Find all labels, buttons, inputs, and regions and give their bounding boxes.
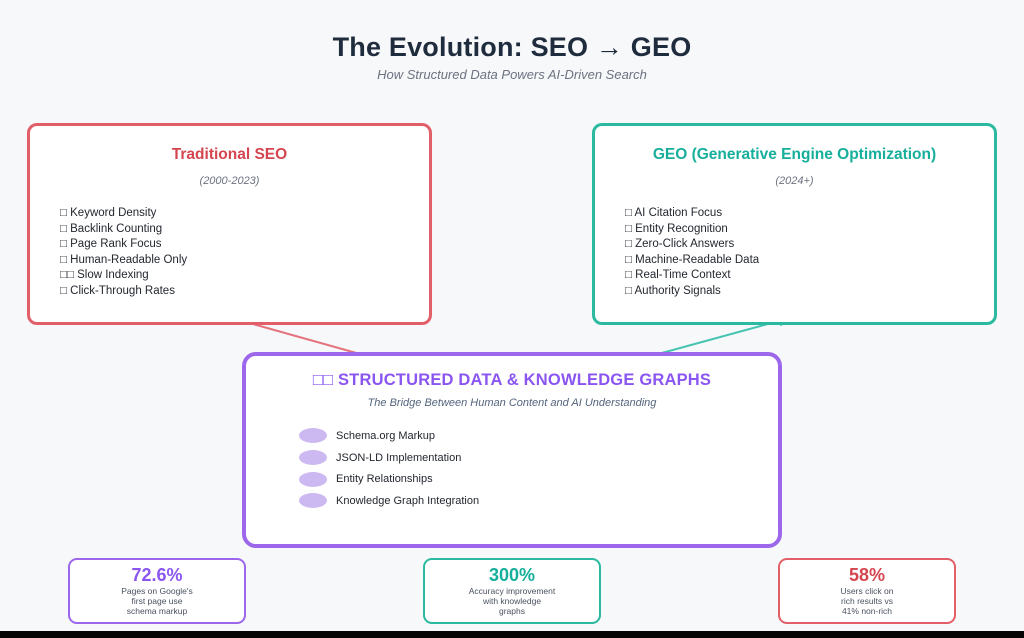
list-item: □ Real-Time Context (625, 269, 731, 282)
geo-box: GEO (Generative Engine Optimization) (20… (592, 123, 997, 325)
stat-value: 300% (488, 565, 536, 585)
structured-data-box: □□ STRUCTURED DATA & KNOWLEDGE GRAPHS Th… (242, 352, 782, 548)
list-item: □ Zero-Click Answers (625, 238, 735, 251)
list-item: □ Human-Readable Only (60, 253, 188, 266)
page-title: The Evolution: SEO → GEO (332, 32, 692, 62)
geo-period: (2024+) (775, 175, 814, 187)
stat-rich-results-clicks: 58% Users click on rich results vs 41% n… (778, 558, 956, 624)
stat-value: 58% (848, 565, 886, 585)
pill-bullet-icon (299, 428, 327, 444)
traditional-seo-period: (2000-2023) (199, 175, 260, 187)
list-item: □ Machine-Readable Data (625, 253, 760, 266)
stat-label: Accuracy improvement with knowledge grap… (468, 586, 556, 616)
list-item: □ Backlink Counting (60, 222, 163, 235)
traditional-seo-title: Traditional SEO (171, 146, 288, 163)
stat-label: Users click on rich results vs 41% non-r… (840, 586, 894, 616)
list-item: Entity Relationships (299, 468, 758, 490)
stat-value: 72.6% (131, 565, 183, 585)
bottom-bar (0, 631, 1024, 638)
list-item: Schema.org Markup (299, 425, 758, 447)
traditional-seo-list: □ Keyword Density □ Backlink Counting □ Pa… (60, 206, 415, 300)
pill-bullet-icon (299, 450, 327, 466)
pill-bullet-icon (299, 471, 327, 487)
stat-label: Pages on Google's first page use schema … (121, 586, 193, 616)
list-item: □ AI Citation Focus (625, 207, 723, 219)
traditional-seo-box: Traditional SEO (2000-2023) □ Keyword De… (27, 123, 432, 325)
list-item: □ Authority Signals (625, 284, 721, 297)
list-item: □ Page Rank Focus (60, 238, 162, 251)
stat-schema-markup: 72.6% Pages on Google's first page use s… (68, 558, 246, 624)
page-subtitle: How Structured Data Powers AI-Driven Sea… (377, 67, 647, 82)
list-item: □ Entity Recognition (625, 222, 728, 235)
list-item: □ Click-Through Rates (60, 284, 175, 297)
pill-bullet-icon (299, 493, 327, 509)
stat-accuracy-improvement: 300% Accuracy improvement with knowledge… (423, 558, 601, 624)
list-item: Knowledge Graph Integration (299, 490, 758, 512)
list-item: JSON-LD Implementation (299, 447, 758, 469)
structured-data-list: Schema.org Markup JSON-LD Implementation… (299, 425, 758, 512)
structured-data-title: □□ STRUCTURED DATA & KNOWLEDGE GRAPHS (312, 371, 712, 389)
list-item: □□ Slow Indexing (60, 269, 149, 282)
geo-title: GEO (Generative Engine Optimization) (652, 146, 937, 163)
geo-list: □ AI Citation Focus □ Entity Recognition □… (625, 206, 980, 300)
structured-data-subtitle: The Bridge Between Human Content and AI … (367, 397, 657, 409)
list-item: □ Keyword Density (60, 207, 157, 219)
